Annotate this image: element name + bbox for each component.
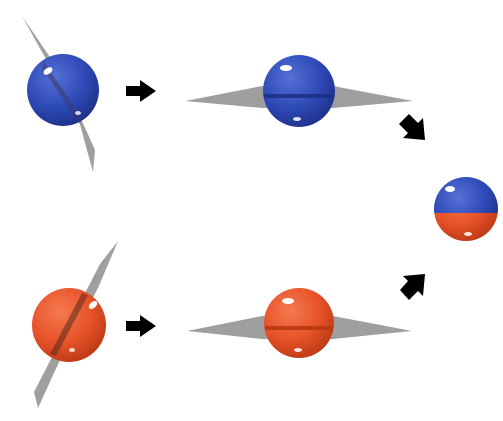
- arrow-up-right: [400, 274, 425, 300]
- orange-sphere-tilted: [32, 241, 118, 408]
- sphere-highlight: [43, 67, 53, 75]
- merged-sphere-orange-half: [434, 213, 498, 241]
- tilted-band-front: [42, 62, 82, 124]
- arrow-right-bottom: [126, 315, 156, 337]
- blue-sphere-flat: [185, 55, 413, 127]
- blue-sphere: [263, 55, 335, 127]
- sphere-highlight-small: [464, 232, 472, 236]
- tilted-band-front: [50, 293, 88, 356]
- sphere-highlight-small: [69, 348, 75, 352]
- arrow-right-top: [126, 80, 156, 102]
- horizontal-band-front: [265, 326, 333, 330]
- sphere-highlight-small: [75, 111, 81, 115]
- merged-sphere: [434, 177, 498, 241]
- arrow-down-right: [399, 114, 425, 140]
- blue-sphere-tilted: [22, 16, 99, 172]
- sphere-highlight: [88, 301, 98, 309]
- horizontal-band-front: [264, 94, 334, 98]
- sphere-highlight: [280, 65, 292, 71]
- sphere-highlight-small: [293, 117, 301, 121]
- sphere-highlight: [282, 298, 294, 304]
- orange-sphere: [264, 288, 334, 358]
- sphere-highlight: [445, 186, 455, 192]
- sphere-highlight-small: [294, 348, 302, 352]
- orange-sphere-flat: [187, 288, 412, 358]
